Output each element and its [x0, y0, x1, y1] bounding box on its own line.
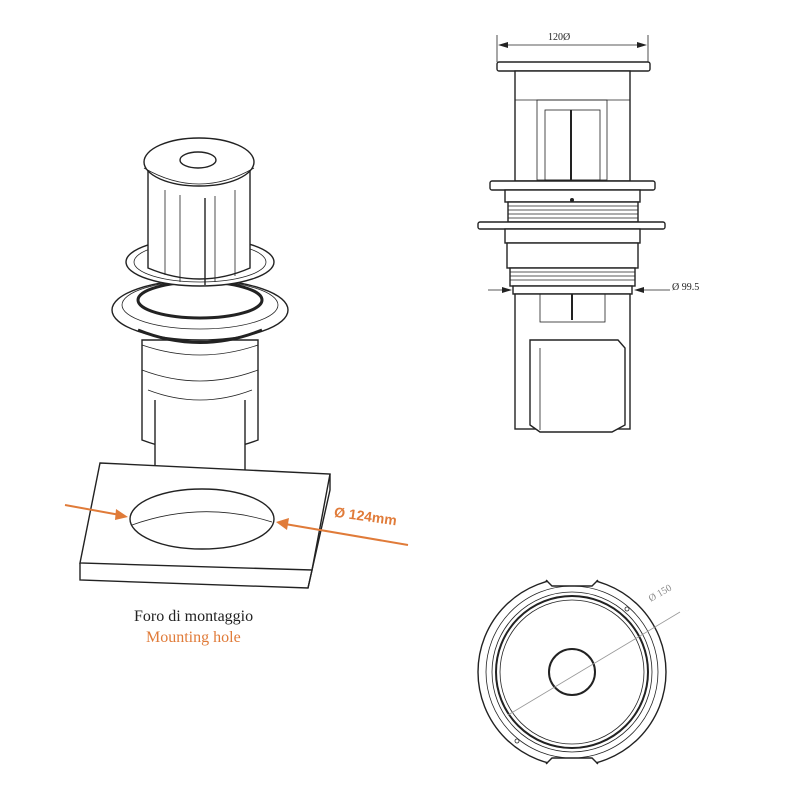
hole-dimension-arrows [64, 504, 409, 546]
caption-english: Mounting hole [146, 629, 241, 646]
top-view [477, 574, 681, 770]
side-view [477, 35, 670, 433]
top-width-dimension: 120Ø [548, 32, 571, 43]
mounting-plate [79, 462, 331, 589]
lower-thread [509, 267, 636, 287]
upper-thread [507, 201, 639, 223]
thread-diameter-dimension: Ø 99.5 [672, 282, 700, 293]
caption-italian: Foro di montaggio [134, 608, 254, 625]
iso-view-product [111, 137, 289, 477]
